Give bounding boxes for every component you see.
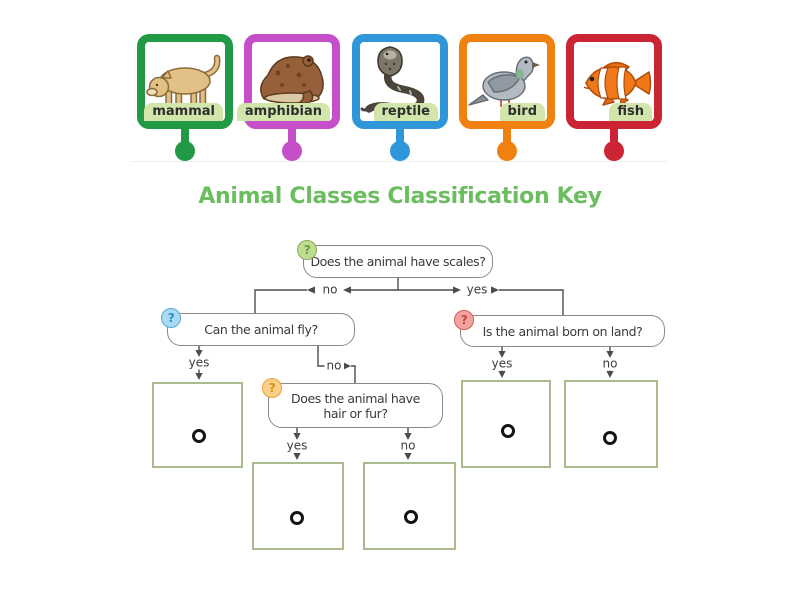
- question-text: Does the animal have hair or fur?: [291, 390, 420, 421]
- branch-label-no: no: [398, 438, 418, 453]
- question-text: Can the animal fly?: [204, 322, 318, 337]
- pigeon-icon: [468, 56, 540, 107]
- branch-label-yes: yes: [186, 355, 212, 370]
- branch-label-yes: yes: [284, 438, 310, 453]
- drop-anchor-icon: [603, 431, 617, 445]
- animal-card-amphibian[interactable]: amphibian: [236, 34, 340, 161]
- clownfish-icon: [583, 61, 652, 106]
- question-box-scales: ? Does the animal have scales?: [297, 240, 493, 278]
- drop-zone-1[interactable]: [152, 382, 243, 468]
- question-mark-icon: ?: [454, 310, 474, 330]
- cougar-icon: [146, 54, 221, 107]
- page-title: Animal Classes Classification Key: [198, 184, 602, 209]
- card-frame: mammal: [137, 34, 233, 129]
- pin-stem: [610, 129, 618, 144]
- animal-card-mammal[interactable]: mammal: [137, 34, 233, 161]
- question-box-fly: ? Can the animal fly?: [161, 308, 355, 346]
- pin-dot[interactable]: [604, 141, 624, 161]
- animal-card-label: amphibian: [236, 103, 330, 121]
- pin-dot[interactable]: [282, 141, 302, 161]
- pin-dot[interactable]: [175, 141, 195, 161]
- animal-card-fish[interactable]: fish: [566, 34, 662, 161]
- animal-card-label: mammal: [144, 103, 223, 121]
- branch-label-no: no: [324, 358, 344, 373]
- card-frame: fish: [566, 34, 662, 129]
- question-text: Does the animal have scales?: [310, 254, 486, 269]
- cards-divider: [130, 161, 668, 162]
- card-frame: amphibian: [236, 34, 340, 129]
- question-mark-icon: ?: [262, 378, 282, 398]
- branch-label-yes: yes: [464, 282, 490, 297]
- question-box-born-on-land: ? Is the animal born on land?: [454, 310, 665, 347]
- pin-stem: [396, 129, 404, 144]
- pin-dot[interactable]: [497, 141, 517, 161]
- toad-icon: [260, 55, 324, 104]
- question-text: Is the animal born on land?: [482, 323, 643, 339]
- drop-anchor-icon: [290, 511, 304, 525]
- branch-label-no: no: [600, 356, 620, 371]
- card-frame: bird: [459, 34, 555, 129]
- drop-anchor-icon: [404, 510, 418, 524]
- card-frame: reptile: [352, 34, 448, 129]
- drop-anchor-icon: [192, 429, 206, 443]
- animal-card-label: reptile: [373, 103, 438, 121]
- drop-zone-3[interactable]: [564, 380, 658, 468]
- question-mark-icon: ?: [161, 308, 181, 328]
- animal-card-label: fish: [609, 103, 652, 121]
- drop-zone-2[interactable]: [461, 380, 551, 468]
- drop-zone-5[interactable]: [363, 462, 456, 550]
- pin-stem: [288, 129, 296, 144]
- animal-card-label: bird: [499, 103, 545, 121]
- branch-label-no: no: [320, 282, 340, 297]
- pin-stem: [503, 129, 511, 144]
- question-mark-icon: ?: [297, 240, 317, 260]
- branch-label-yes: yes: [489, 356, 515, 371]
- animal-card-bird[interactable]: bird: [459, 34, 555, 161]
- animal-card-reptile[interactable]: reptile: [352, 34, 448, 161]
- pin-dot[interactable]: [390, 141, 410, 161]
- pin-stem: [181, 129, 189, 144]
- question-box-hair-or-fur: ? Does the animal have hair or fur?: [262, 378, 443, 428]
- drop-anchor-icon: [501, 424, 515, 438]
- drop-zone-4[interactable]: [252, 462, 344, 550]
